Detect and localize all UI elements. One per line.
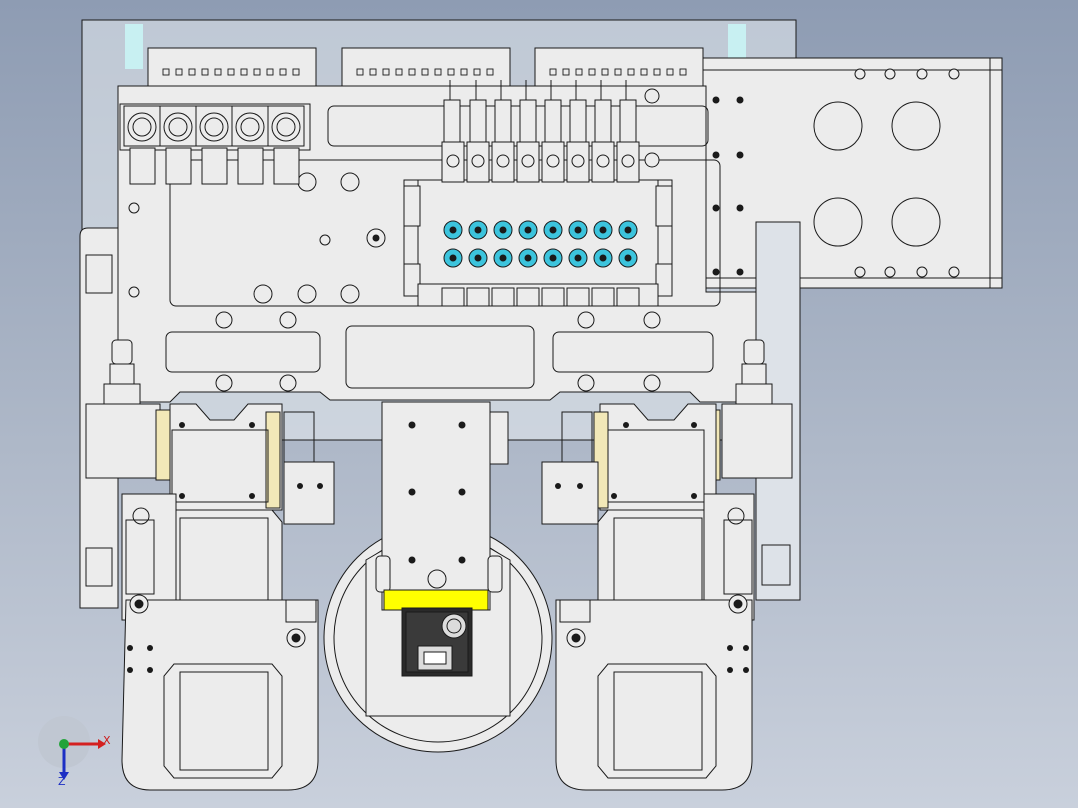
pressure-fitting-right [735, 339, 773, 407]
terminal-block-left [147, 47, 317, 89]
m12-connector [195, 105, 233, 185]
manifold-end-cap [403, 185, 421, 227]
pressure-fitting-left [103, 339, 141, 407]
solenoid-valve-4 [516, 80, 540, 307]
m12-connector [231, 105, 269, 185]
manifold-end-cap [655, 185, 673, 227]
side-bracket [699, 57, 1003, 289]
solenoid-valve-1 [441, 80, 465, 307]
bracket-hole [813, 101, 863, 151]
plate-slot [165, 331, 321, 373]
bracket-hole [813, 197, 863, 247]
axis-z-label: Z [58, 775, 66, 788]
m12-connector [267, 105, 305, 185]
terminal-block-right [534, 47, 704, 89]
solenoid-valve-2 [466, 80, 490, 307]
bracket-hole [891, 197, 941, 247]
solenoid-valve-8 [616, 80, 640, 307]
gripper-actuator-left [169, 403, 283, 511]
terminal-block-middle [341, 47, 511, 89]
bracket-small-holes [854, 68, 960, 278]
slide-label-plate [383, 589, 489, 611]
plate-holes [128, 88, 661, 392]
m12-connector [159, 105, 197, 185]
cover-rail-left [125, 24, 143, 69]
gripper-cylinder-left [85, 403, 161, 479]
manifold-end-cap [403, 263, 421, 297]
solenoid-valve-3 [491, 80, 515, 307]
m12-connector [123, 105, 161, 185]
solenoid-valve-7 [591, 80, 615, 307]
manifold-end-cap [655, 263, 673, 297]
axis-triad-icon [38, 716, 106, 780]
plate-slot [552, 331, 714, 373]
m12-port-icon [441, 613, 467, 639]
fastener-heads [127, 421, 749, 673]
axis-x-label: X [103, 734, 111, 747]
gripper-base-right [703, 493, 755, 621]
gripper-cylinder-right [721, 403, 793, 479]
plate-slot [345, 325, 535, 389]
bracket-hole [891, 101, 941, 151]
solenoid-valve-5 [541, 80, 565, 307]
gripper-jaw-bottom-right [597, 663, 717, 779]
gripper-jaw-bottom-left [163, 663, 283, 779]
solenoid-valve-6 [566, 80, 590, 307]
gripper-actuator-right [599, 403, 717, 511]
